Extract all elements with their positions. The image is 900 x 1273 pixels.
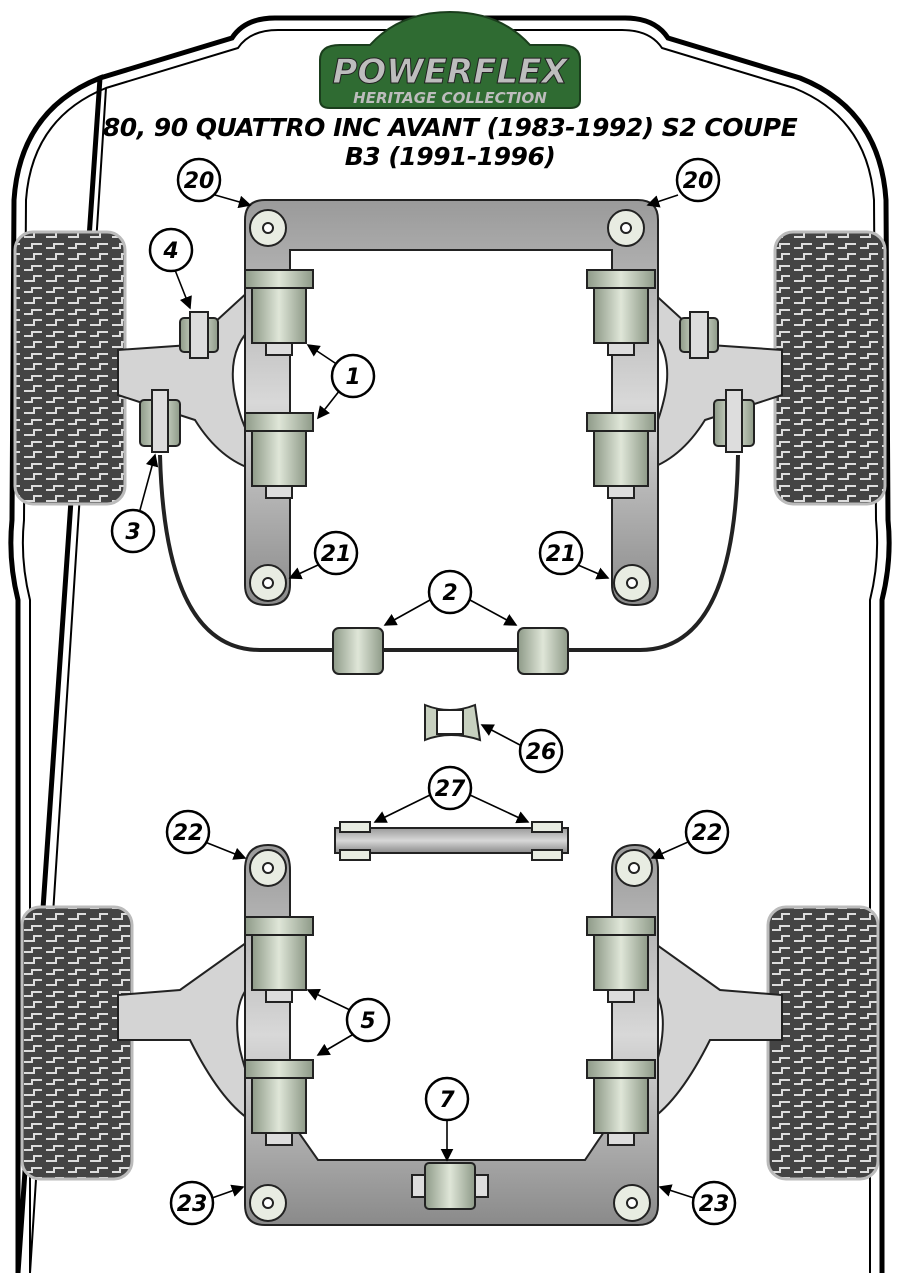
callout-20-left: 20 bbox=[176, 157, 222, 203]
callout-26: 26 bbox=[518, 728, 564, 774]
crossmember bbox=[334, 827, 569, 854]
anti-roll-bar bbox=[158, 454, 740, 652]
callout-label: 2 bbox=[442, 581, 457, 606]
callout-20-right: 20 bbox=[675, 157, 721, 203]
callout-21-left: 21 bbox=[313, 530, 359, 576]
front-mounts bbox=[249, 209, 651, 602]
svg-text:POWERFLEX: POWERFLEX bbox=[332, 52, 569, 92]
callout-label: 23 bbox=[699, 1192, 730, 1217]
callout-5: 5 bbox=[345, 997, 391, 1043]
rear-subframe bbox=[244, 843, 659, 1226]
callout-label: 21 bbox=[546, 542, 577, 567]
callout-22-left: 22 bbox=[165, 809, 211, 855]
callout-4: 4 bbox=[148, 227, 194, 273]
callout-label: 21 bbox=[321, 542, 352, 567]
powerflex-logo: POWERFLEX HERITAGE COLLECTION bbox=[319, 10, 581, 109]
rear-right-arm bbox=[638, 938, 783, 1122]
callout-label: 4 bbox=[162, 239, 178, 264]
callout-label: 20 bbox=[683, 169, 714, 194]
callout-7: 7 bbox=[424, 1076, 470, 1122]
callout-21-right: 21 bbox=[538, 530, 584, 576]
callout-23-left: 23 bbox=[169, 1180, 215, 1226]
callout-arrows bbox=[139, 194, 695, 1199]
tyre-front-right bbox=[773, 230, 887, 506]
callout-label: 26 bbox=[526, 740, 557, 765]
callout-label: 22 bbox=[692, 821, 723, 846]
callout-label: 22 bbox=[173, 821, 204, 846]
callout-22-right: 22 bbox=[684, 809, 730, 855]
callout-label: 3 bbox=[125, 520, 140, 545]
callout-label: 7 bbox=[439, 1088, 455, 1113]
rear-left-arm bbox=[117, 938, 262, 1122]
svg-text:HERITAGE COLLECTION: HERITAGE COLLECTION bbox=[353, 89, 547, 107]
callout-label: 1 bbox=[345, 365, 360, 390]
callout-label: 20 bbox=[184, 169, 215, 194]
front-arm-bushes bbox=[139, 269, 755, 675]
tyre-rear-right bbox=[766, 905, 880, 1181]
tyre-front-left bbox=[13, 230, 127, 506]
car-body-outline bbox=[8, 15, 892, 1273]
rear-arm-bushes bbox=[244, 916, 656, 1210]
callout-27: 27 bbox=[427, 765, 473, 811]
callout-2: 2 bbox=[427, 569, 473, 615]
title-line-2: B3 (1991-1996) bbox=[344, 142, 556, 171]
callout-1: 1 bbox=[330, 353, 376, 399]
rear-mounts bbox=[249, 849, 653, 1222]
callout-label: 5 bbox=[360, 1009, 375, 1034]
callout-3: 3 bbox=[110, 508, 156, 554]
tyre-rear-left bbox=[20, 905, 134, 1181]
callout-23-right: 23 bbox=[691, 1180, 737, 1226]
callout-label: 23 bbox=[177, 1192, 208, 1217]
callout-label: 27 bbox=[435, 777, 466, 802]
front-subframe bbox=[244, 199, 659, 606]
title-line-1: 80, 90 QUATTRO INC AVANT (1983-1992) S2 … bbox=[102, 113, 798, 142]
